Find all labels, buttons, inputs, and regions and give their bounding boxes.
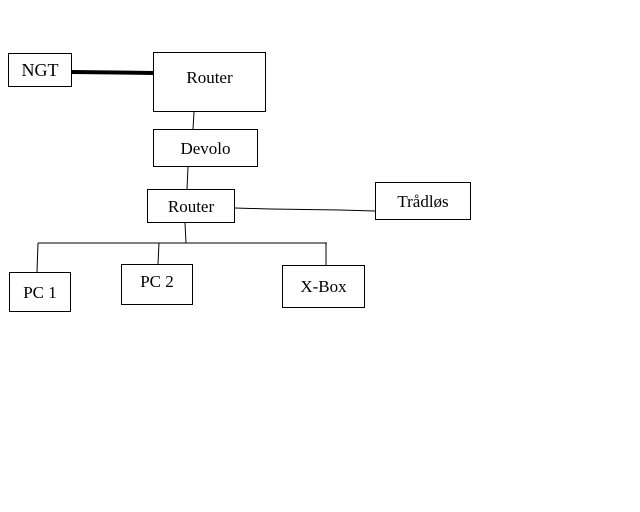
wireless-node: Trådløs (375, 182, 471, 220)
pc1-label: PC 1 (23, 282, 57, 302)
devolo-router-link (186, 166, 189, 190)
ngt-node: NGT (8, 53, 72, 87)
wireless-label: Trådløs (397, 191, 449, 211)
router-top-label: Router (186, 68, 233, 87)
router-mid-label: Router (167, 196, 215, 216)
bus-pc1-link (36, 242, 39, 273)
router-bus-drop (184, 222, 187, 244)
pc2-label: PC 2 (140, 272, 174, 291)
router-top-node: Router (153, 52, 266, 112)
pc2-node: PC 2 (121, 264, 193, 305)
xbox-label: X-Box (300, 277, 347, 296)
devolo-label: Devolo (180, 138, 231, 158)
router-mid-node: Router (147, 189, 235, 223)
router-wireless-link (234, 207, 376, 212)
xbox-node: X-Box (282, 265, 365, 308)
pc1-node: PC 1 (9, 272, 71, 312)
ngt-router-link (71, 70, 155, 75)
router-devolo-link (192, 111, 195, 130)
bus-pc2-link (157, 242, 160, 265)
ngt-label: NGT (21, 60, 59, 80)
devolo-node: Devolo (153, 129, 258, 167)
